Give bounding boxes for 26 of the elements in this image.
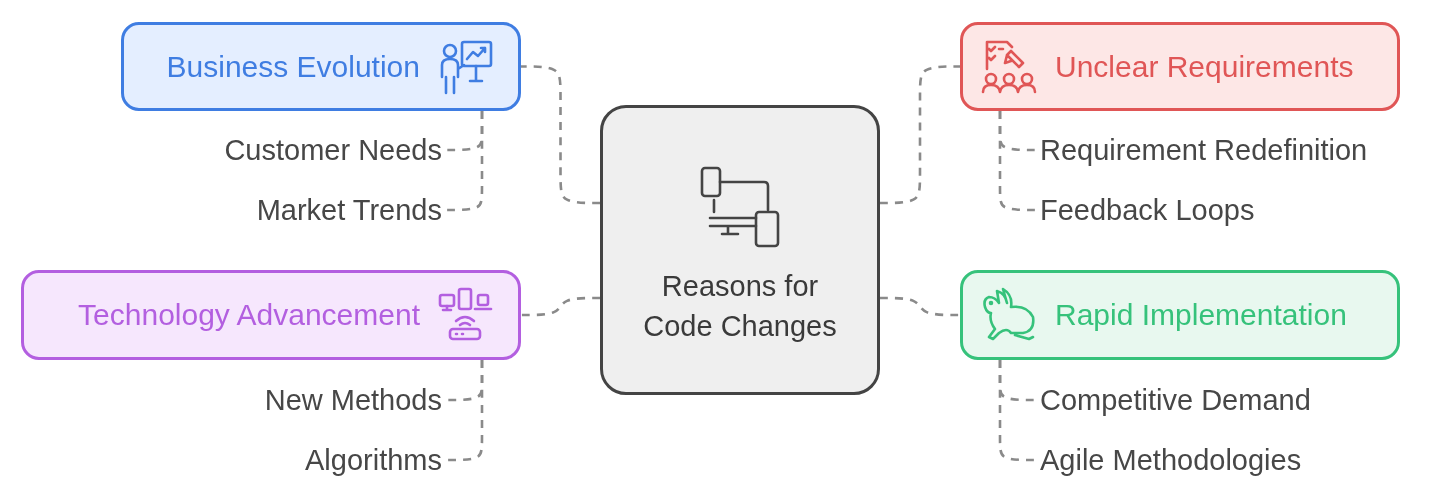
connector-line [521,65,600,205]
branch-label: New Methods [140,382,442,418]
category-box [960,22,1400,111]
topic-title: Reasons for Code Changes [642,269,838,344]
branch-label: Algorithms [140,442,442,478]
category-box [21,270,521,360]
branch-label: Requirement Redefinition [1040,132,1436,168]
connector-line [998,360,1036,462]
connector-line [521,296,600,317]
category-title: Rapid Implementation [1055,298,1347,332]
category-title: Business Evolution [166,49,420,84]
topic-box [600,105,880,395]
branch-label: Market Trends [140,192,442,228]
connector-line [998,111,1036,212]
category-box [121,22,521,111]
branch-label: Competitive Demand [1040,382,1436,418]
branch-label: Agile Methodologies [1040,442,1436,478]
branch-label: Feedback Loops [1040,192,1436,228]
connector-line [880,296,960,317]
connector-line [446,360,484,462]
category-box [960,270,1400,360]
connector-line [446,111,484,212]
category-title: Technology Advancement [78,298,420,332]
connector-line [880,65,960,205]
category-title: Unclear Requirements [1055,49,1354,84]
branch-label: Customer Needs [140,132,442,168]
